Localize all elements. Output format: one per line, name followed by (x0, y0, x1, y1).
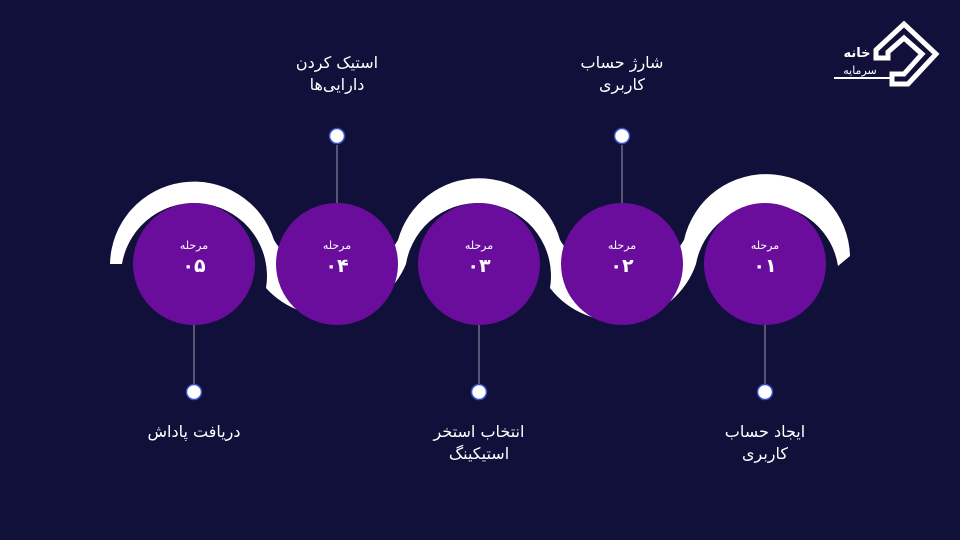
step-word: مرحله (750, 239, 780, 252)
step-circle-1 (704, 203, 826, 325)
step-dot-2 (613, 127, 631, 145)
step-word: مرحله (464, 239, 494, 252)
step-label-line: ایجاد حساب (724, 422, 806, 441)
step-dot-1 (756, 383, 774, 401)
step-number: ۰۴ (325, 255, 349, 277)
step-number: ۰۳ (467, 255, 491, 277)
step-label-line: استیک کردن (295, 53, 379, 72)
step-badge-1: مرحله ۰۱ (705, 238, 825, 278)
step-label-5: دریافت پاداش (84, 421, 304, 443)
step-circle-4 (276, 203, 398, 325)
step-circle-2 (561, 203, 683, 325)
step-dot-5 (185, 383, 203, 401)
step-label-4: استیک کردن دارایی‌ها (227, 52, 447, 96)
step-badge-3: مرحله ۰۳ (419, 238, 539, 278)
brand-logo: خانه سرمایه (828, 18, 940, 92)
step-badge-5: مرحله ۰۵ (134, 238, 254, 278)
step-dot-4 (328, 127, 346, 145)
step-dot-3 (470, 383, 488, 401)
step-badge-4: مرحله ۰۴ (277, 238, 397, 278)
step-label-line: دارایی‌ها (309, 75, 365, 94)
logo-text-top: خانه (843, 46, 871, 61)
step-label-2: شارژ حساب کاربری (512, 52, 732, 96)
step-label-line: کاربری (598, 75, 646, 94)
house-logo-icon (834, 20, 940, 87)
step-label-line: استیکینگ (448, 444, 510, 463)
step-badge-2: مرحله ۰۲ (562, 238, 682, 278)
step-label-line: کاربری (741, 444, 789, 463)
step-label-line: شارژ حساب (580, 53, 664, 72)
step-number: ۰۲ (610, 255, 634, 277)
step-word: مرحله (322, 239, 352, 252)
step-label-line: دریافت پاداش (147, 422, 241, 441)
step-number: ۰۵ (182, 255, 206, 277)
step-number: ۰۱ (753, 255, 777, 277)
step-word: مرحله (607, 239, 637, 252)
step-circle-5 (133, 203, 255, 325)
step-word: مرحله (179, 239, 209, 252)
step-circle-3 (418, 203, 540, 325)
step-label-line: انتخاب استخر (433, 422, 525, 441)
step-label-3: انتخاب استخر استیکینگ (369, 421, 589, 465)
step-label-1: ایجاد حساب کاربری (655, 421, 875, 465)
logo-text-bottom: سرمایه (843, 64, 877, 77)
